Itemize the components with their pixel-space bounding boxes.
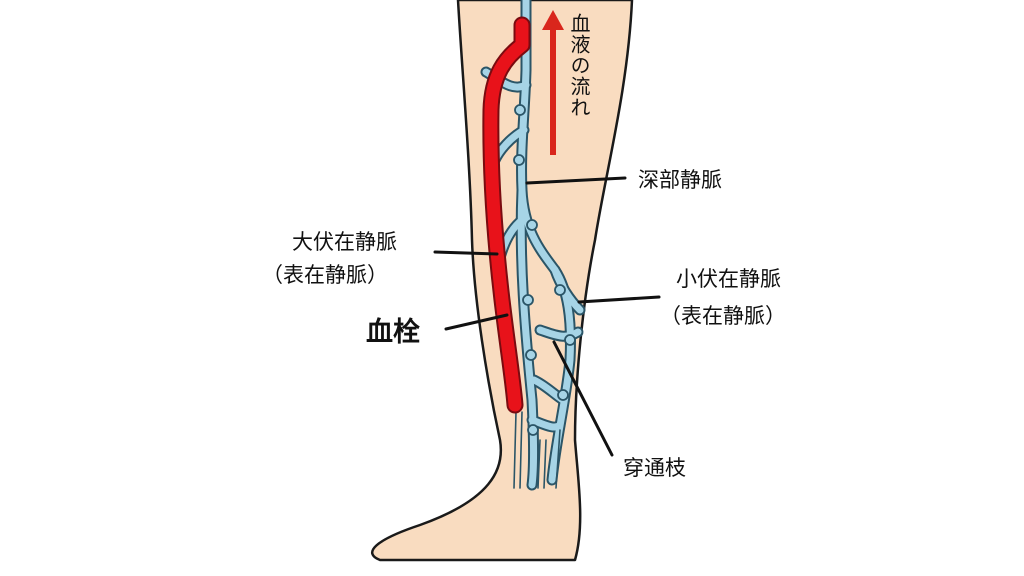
blood-flow-arrow — [542, 10, 564, 155]
thrombus — [482, 16, 531, 414]
great-saphenous-label-line2: （表在静脈） — [262, 263, 388, 287]
blood-flow-label: 血液の流れ — [567, 13, 591, 118]
leader-small-saphenous — [577, 295, 661, 304]
great-saphenous-label-line1: 大伏在静脈 — [292, 230, 397, 254]
perforator-label: 穿通枝 — [623, 456, 686, 480]
leader-lines — [433, 176, 661, 457]
deep-vein-label: 深部静脈 — [638, 168, 722, 192]
leader-perforator — [552, 340, 614, 457]
leader-clot — [444, 313, 509, 331]
leader-deep-vein — [525, 176, 627, 185]
small-saphenous-label-line2: （表在静脈） — [660, 304, 786, 328]
clot-label: 血栓 — [366, 317, 420, 348]
small-saphenous-label-line1: 小伏在静脈 — [676, 267, 781, 291]
leader-great-saphenous — [433, 250, 499, 256]
